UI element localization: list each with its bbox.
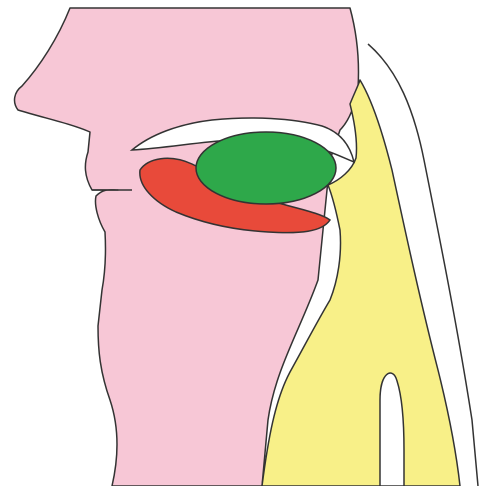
green-highlight-region	[196, 132, 336, 204]
